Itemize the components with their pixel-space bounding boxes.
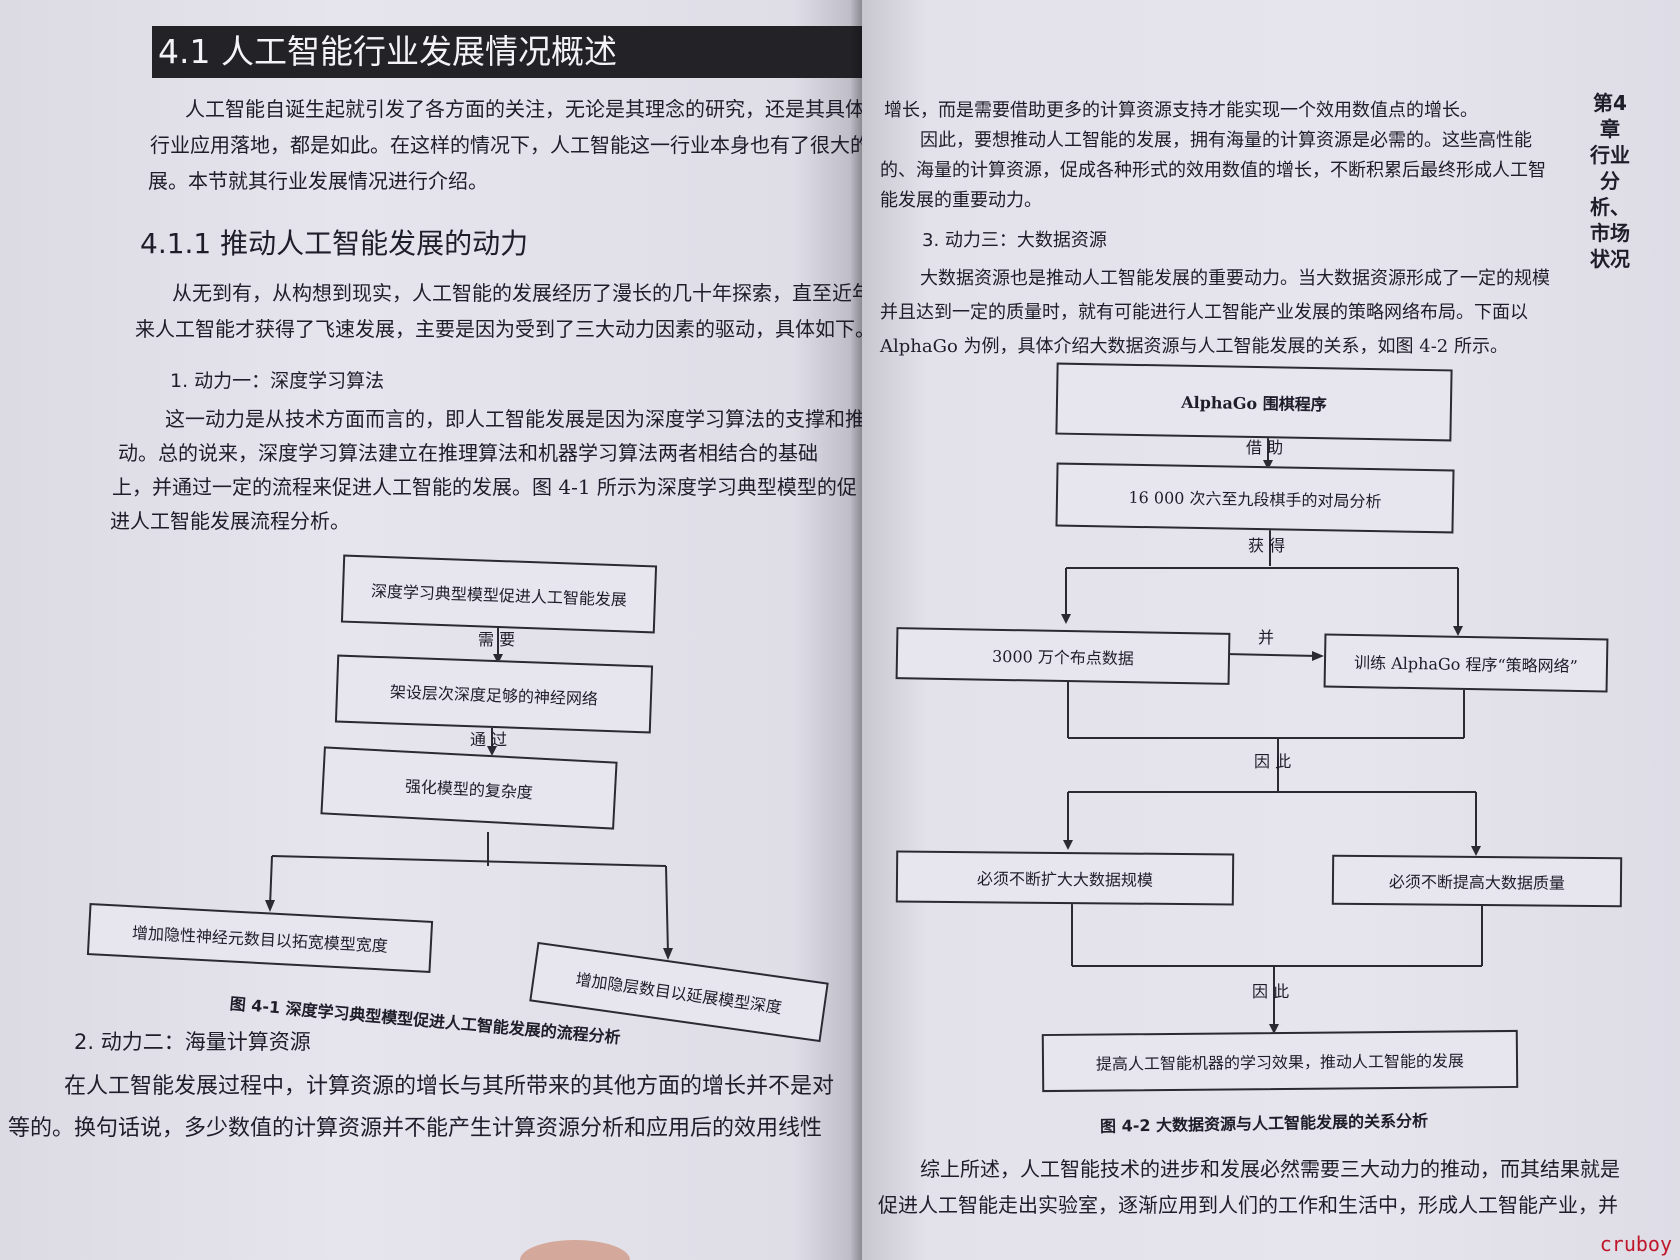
fig1-box-network: 架设层次深度足够的神经网络	[334, 654, 654, 734]
heading-driver-3: 3. 动力三：大数据资源	[922, 230, 1107, 251]
para1-line-4: 进人工智能发展流程分析。	[110, 509, 350, 533]
para1-line-1: 这一动力是从技术方面而言的，即人工智能发展是因为深度学习算法的支撑和推	[165, 407, 862, 431]
sub-intro-line-1: 从无到有，从构想到现实，人工智能的发展经历了漫长的几十年探索，直至近年	[172, 281, 862, 305]
para3-line-1: 大数据资源也是推动人工智能发展的重要动力。当大数据资源形成了一定的规模	[920, 268, 1550, 289]
para3-line-3: AlphaGo 为例，具体介绍大数据资源与人工智能发展的关系，如图 4-2 所示…	[880, 336, 1508, 357]
para-end-line-1: 综上所述，人工智能技术的进步和发展必然需要三大动力的推动，而其结果就是	[920, 1157, 1620, 1181]
fig2-label-obtain: 获 得	[1248, 536, 1286, 555]
right-page: 增长，而是需要借助更多的计算资源支持才能实现一个效用数值点的增长。 因此，要想推…	[862, 0, 1680, 1260]
left-page: 4.1 人工智能行业发展情况概述 人工智能自诞生起就引发了各方面的关注，无论是其…	[0, 0, 862, 1260]
fig2-box-quality: 必须不断提高大数据质量	[1331, 854, 1623, 908]
fig2-box-result: 提高人工智能机器的学习效果，推动人工智能的发展	[1041, 1029, 1519, 1093]
fig1-box-top: 深度学习典型模型促进人工智能发展	[340, 554, 658, 634]
fig1-label-need: 需 要	[478, 630, 516, 649]
para-end-line-2: 促进人工智能走出实验室，逐渐应用到人们的工作和生活中，形成人工智能产业，并	[878, 1193, 1618, 1217]
heading-driver-2: 2. 动力二：海量计算资源	[74, 1030, 311, 1054]
fig1-connector-lines	[265, 628, 673, 960]
fig1-label-via: 通 过	[470, 730, 508, 749]
sub-intro-line-2: 来人工智能才获得了飞速发展，主要是因为受到了三大动力因素的驱动，具体如下。	[135, 317, 862, 341]
para-top-line-2: 因此，要想推动人工智能的发展，拥有海量的计算资源是必需的。这些高性能	[920, 130, 1532, 151]
fig2-box-alphago: AlphaGo 围棋程序	[1055, 362, 1453, 442]
intro-line-2: 行业应用落地，都是如此。在这样的情况下，人工智能这一行业本身也有了很大的发	[150, 133, 862, 157]
fig2-label-therefore-2: 因 此	[1252, 982, 1290, 1001]
para1-line-3: 上，并通过一定的流程来促进人工智能的发展。图 4-1 所示为深度学习典型模型的促	[112, 475, 857, 499]
fig2-box-data-points: 3000 万个布点数据	[895, 627, 1231, 685]
intro-line-3: 展。本节就其行业发展情况进行介绍。	[148, 169, 488, 193]
para-top-line-1: 增长，而是需要借助更多的计算资源支持才能实现一个效用数值点的增长。	[884, 100, 1478, 121]
para-top-line-4: 能发展的重要动力。	[880, 190, 1042, 211]
fig2-box-policy-network: 训练 AlphaGo 程序“策略网络”	[1323, 633, 1609, 693]
heading-driver-1: 1. 动力一：深度学习算法	[170, 370, 385, 392]
para-top-line-3: 的、海量的计算资源，促成各种形式的效用数值的增长，不断积累后最终形成人工智	[880, 160, 1546, 181]
para1-line-2: 动。总的说来，深度学习算法建立在推理算法和机器学习算法两者相结合的基础	[118, 441, 818, 465]
watermark: cruboy	[1599, 1232, 1672, 1256]
fig2-box-games: 16 000 次六至九段棋手的对局分析	[1055, 462, 1455, 534]
subsection-title: 4.1.1 推动人工智能发展的动力	[140, 227, 529, 260]
section-title-bar: 4.1 人工智能行业发展情况概述	[152, 26, 862, 78]
fig2-connector-lines	[1061, 438, 1483, 1034]
fig2-label-therefore-1: 因 此	[1254, 752, 1292, 771]
fig2-label-borrow: 借 助	[1246, 438, 1284, 457]
para3-line-2: 并且达到一定的质量时，就有可能进行人工智能产业发展的策略网络布局。下面以	[880, 302, 1528, 323]
para2-line-2: 等的。换句话说，多少数值的计算资源并不能产生计算资源分析和应用后的效用线性	[8, 1116, 823, 1141]
para2-line-1: 在人工智能发展过程中，计算资源的增长与其所带来的其他方面的增长并不是对	[64, 1074, 835, 1099]
intro-line-1: 人工智能自诞生起就引发了各方面的关注，无论是其理念的研究，还是其具体	[185, 97, 862, 121]
fig2-box-scale: 必须不断扩大大数据规模	[895, 850, 1235, 906]
fig2-label-and: 并	[1258, 628, 1275, 647]
thumb	[520, 1240, 630, 1260]
chapter-tab: 第4章 行业分析、市场状况	[1590, 91, 1630, 271]
